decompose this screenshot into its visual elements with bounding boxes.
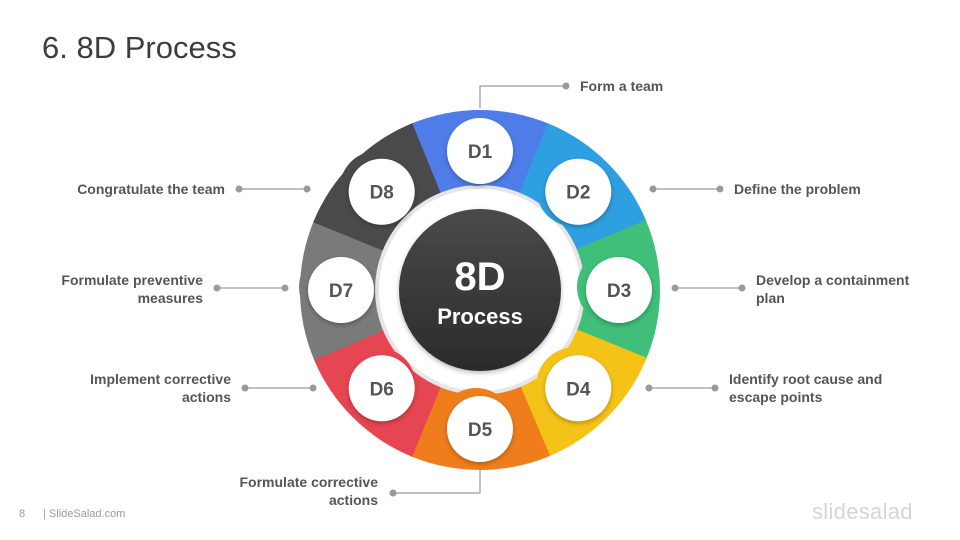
connector-dot [303, 185, 311, 193]
center-subtitle: Process [437, 304, 523, 329]
connector-dot [645, 384, 653, 392]
badge-circle [545, 158, 612, 225]
connector-d7 [213, 284, 289, 292]
label-d4: Identify root cause and escape points [729, 371, 883, 405]
center-title: 8D [454, 255, 505, 299]
badge-circle [545, 355, 612, 422]
label-d7: Formulate preventive measures [61, 272, 203, 306]
connector-d4 [645, 384, 719, 392]
connector-d3 [671, 284, 746, 292]
badge-label: D3 [607, 281, 631, 302]
footer-site: | SlideSalad.com [43, 508, 126, 520]
connector-dot [389, 489, 397, 497]
badge-circle [447, 396, 513, 462]
connector-dot [213, 284, 221, 292]
badge-d8: D8 [339, 150, 416, 227]
slide-title: 6. 8D Process [42, 30, 237, 65]
connector-dot [235, 185, 243, 193]
label-d1: Form a team [580, 78, 664, 94]
label-connectors [213, 82, 746, 497]
connector-d1 [479, 82, 570, 108]
badge-d3: D3 [577, 249, 653, 325]
label-d3: Develop a containment plan [756, 272, 910, 306]
connector-d2 [649, 185, 724, 193]
badge-label: D8 [370, 183, 394, 204]
badge-circle [447, 118, 513, 184]
connector-dot [711, 384, 719, 392]
connector-line [393, 470, 481, 494]
badge-label: D2 [566, 183, 590, 204]
label-d6: Implement corrective actions [90, 371, 231, 405]
badge-circle [586, 257, 652, 323]
label-d5: Formulate corrective actions [239, 474, 379, 508]
badge-d2: D2 [536, 150, 613, 227]
badge-label: D7 [329, 281, 353, 302]
connector-d8 [235, 185, 311, 193]
connector-dot [562, 82, 570, 90]
label-d8: Congratulate the team [77, 181, 225, 197]
badge-d1: D1 [438, 110, 514, 186]
connector-dot [241, 384, 249, 392]
badge-label: D4 [566, 379, 591, 400]
connector-line [479, 85, 566, 108]
connector-dot [738, 284, 746, 292]
badge-d7: D7 [299, 249, 375, 325]
badge-circle [348, 158, 415, 225]
badge-d6: D6 [339, 347, 416, 424]
connector-dot [649, 185, 657, 193]
badge-d4: D4 [536, 347, 613, 424]
connector-d6 [241, 384, 317, 392]
badge-d5: D5 [438, 388, 514, 464]
badge-circle [308, 257, 374, 323]
connector-dot [671, 284, 679, 292]
badge-label: D6 [370, 379, 394, 400]
slidesalad-logo: slidesalad [812, 499, 913, 524]
page-number: 8 [19, 508, 26, 520]
center-circle [399, 209, 561, 371]
badge-label: D1 [468, 142, 493, 163]
label-d2: Define the problem [734, 181, 861, 197]
badge-circle [348, 355, 415, 422]
badge-label: D5 [468, 420, 493, 441]
connector-dot [281, 284, 289, 292]
connector-dot [716, 185, 724, 193]
connector-dot [309, 384, 317, 392]
connector-d5 [389, 470, 481, 497]
